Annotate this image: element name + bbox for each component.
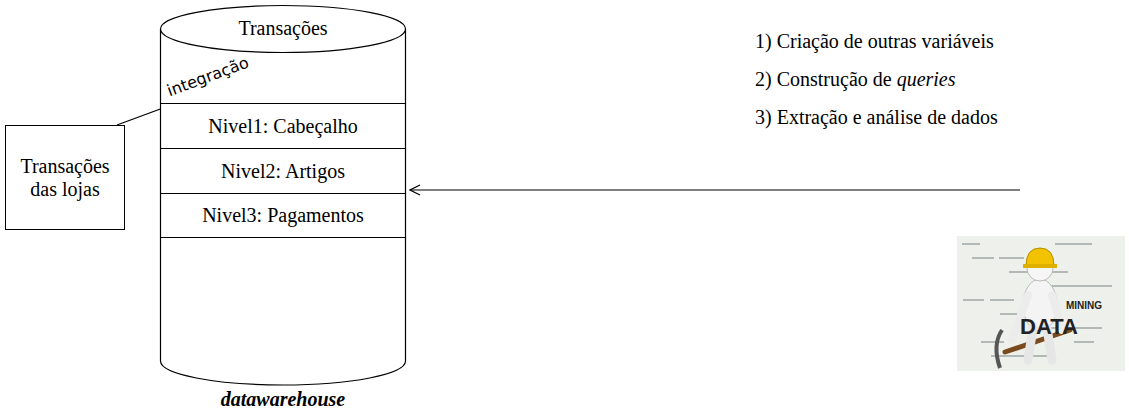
node-label: Nivel3: Pagamentos [202,204,364,227]
database-cylinder: TransaçõesdatawarehouseNivel1: Cabeçalho… [160,5,406,390]
list-item-italic: queries [897,68,956,91]
list-item: 2) Construção de [755,68,892,91]
list-item: 1) Criação de outras variáveis [755,30,994,53]
analysis-arrow [410,189,1020,190]
node-label: Nivel2: Artigos [221,160,345,183]
table-band: Nivel3: Pagamentos [160,193,406,238]
picture-word: DATA [1020,314,1078,339]
table-band: Nivel2: Artigos [160,148,406,193]
node-label: Transações [160,17,406,40]
list-item: 3) Extração e análise de dados [755,106,998,129]
cylinder-outline [160,5,406,390]
picture-word: MINING [1066,300,1102,312]
table-band: Nivel1: Cabeçalho [160,103,406,148]
process-box: Transações das lojas [5,125,125,230]
node-label: Transações das lojas [12,155,118,201]
store-name: datawarehouse [160,388,406,411]
data-mining-picture [957,236,1125,371]
node-label: Nivel1: Cabeçalho [208,115,357,138]
